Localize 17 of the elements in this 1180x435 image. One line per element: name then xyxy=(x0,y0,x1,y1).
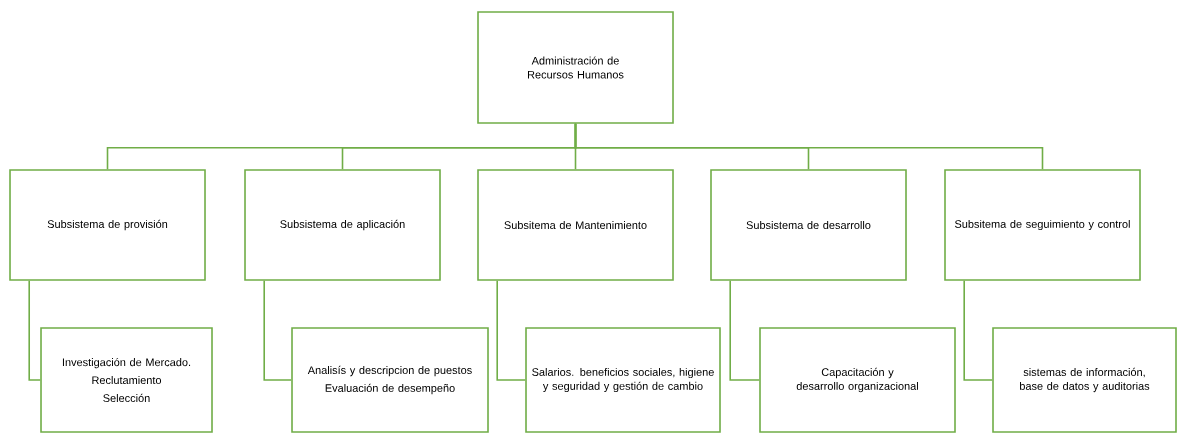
org-box: Subsitema de seguimiento y control xyxy=(944,169,1141,281)
connector-line xyxy=(574,123,1044,170)
org-box: Salarios. beneficios sociales, higiene y seguridad y gestión de cambio xyxy=(525,327,721,433)
org-box: Analisís y descripcion de puestos Evaluación de desempeño xyxy=(291,327,489,433)
org-box: Subsistema de desarrollo xyxy=(710,169,907,281)
connector-line xyxy=(729,280,760,381)
connector-line xyxy=(263,280,292,381)
connector-line xyxy=(28,280,41,381)
connector-line xyxy=(496,280,526,381)
org-box: Subsitema de Mantenimiento xyxy=(477,169,674,281)
connector-line xyxy=(963,280,993,381)
org-box: Administración de Recursos Humanos xyxy=(477,11,674,124)
org-box: Investigación de Mercado. Reclutamiento Selección xyxy=(40,327,213,433)
org-box: Subsistema de aplicación xyxy=(244,169,441,281)
org-box: sistemas de información, base de datos y auditorias xyxy=(992,327,1177,433)
org-box: Capacitación y desarrollo organizacional xyxy=(759,327,956,433)
org-box: Subsistema de provisión xyxy=(9,169,206,281)
